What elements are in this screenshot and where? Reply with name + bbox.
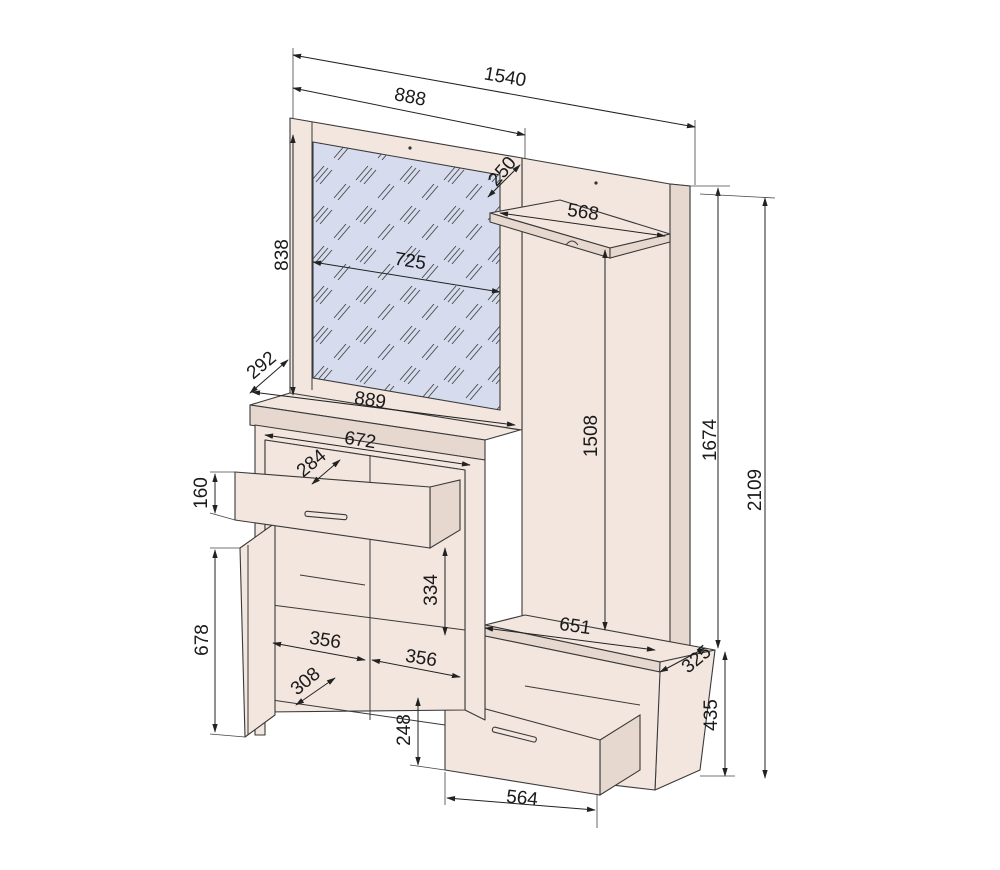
dim-cabinet-top-width: 889 xyxy=(353,388,387,413)
dim-drawer-inner-width: 672 xyxy=(343,428,378,454)
dimension-lines xyxy=(209,48,776,828)
dim-drawer-height: 160 xyxy=(191,477,212,509)
mirror-frame xyxy=(289,117,523,431)
dim-bottom-drawer-height: 248 xyxy=(394,714,415,746)
dim-compartment-left-width: 356 xyxy=(308,628,343,654)
open-door xyxy=(239,522,276,738)
dim-total-width: 1540 xyxy=(482,64,527,92)
dim-shelf-gap-height: 334 xyxy=(421,574,442,606)
dim-total-height: 2109 xyxy=(745,469,766,511)
bottom-drawer xyxy=(444,697,641,796)
dim-shelf-width: 568 xyxy=(566,200,600,225)
dim-bench-width: 651 xyxy=(558,614,592,639)
top-drawer xyxy=(234,471,461,549)
dim-mirror-width: 725 xyxy=(393,249,428,275)
dim-bench-height: 435 xyxy=(701,699,722,731)
dim-bottom-drawer-width: 564 xyxy=(505,786,539,810)
dim-wall-panel-height: 1674 xyxy=(700,418,721,461)
dim-compartment-right-width: 356 xyxy=(404,646,439,672)
dim-hanger-height: 1508 xyxy=(581,415,602,457)
dim-mirror-frame-height: 838 xyxy=(272,239,293,271)
dim-door-height: 678 xyxy=(192,624,213,656)
dim-mirror-section-width: 888 xyxy=(393,84,428,111)
dimension-labels: 1540 888 250 568 838 725 292 889 672 284… xyxy=(191,64,766,811)
dim-cabinet-depth: 292 xyxy=(243,347,281,383)
